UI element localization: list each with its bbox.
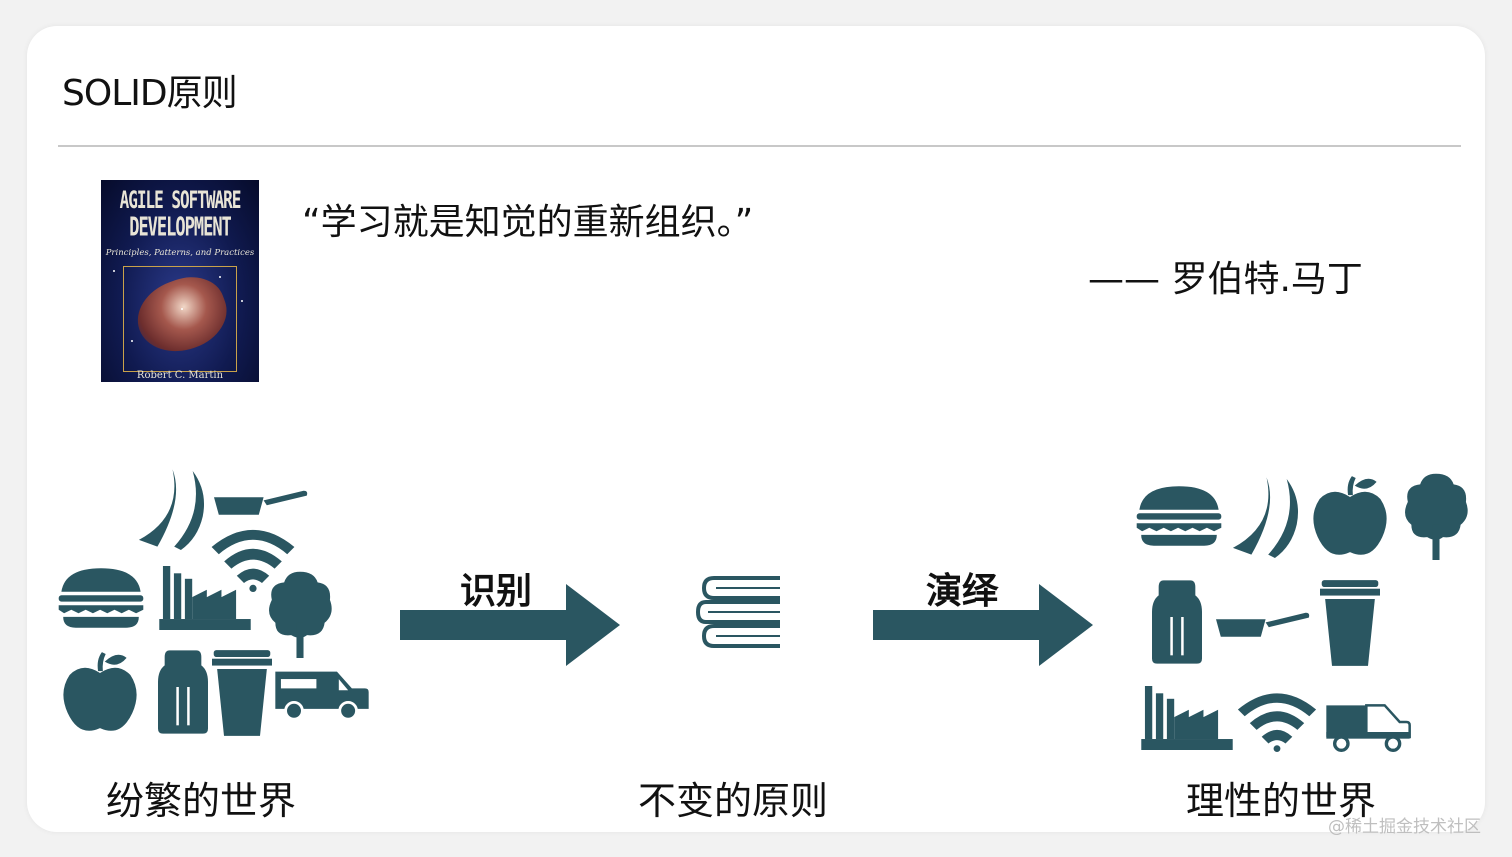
factory-icon (1140, 686, 1234, 750)
star (241, 300, 243, 302)
food-truck-icon (1320, 702, 1416, 752)
banana-icon (132, 466, 208, 550)
star (219, 276, 221, 278)
slide-title: SOLID原则 (62, 73, 238, 114)
books-icon (696, 576, 780, 648)
caption-right: 理性的世界 (1186, 779, 1377, 823)
coffee-cup-icon (1320, 576, 1380, 670)
banana-icon (1226, 474, 1302, 558)
tree-icon (1400, 472, 1472, 560)
factory-icon (158, 566, 252, 630)
star (131, 340, 133, 342)
salt-shaker-icon (158, 644, 208, 740)
apple-icon (62, 650, 138, 736)
tree-icon (264, 570, 336, 658)
wifi-icon (1230, 684, 1324, 752)
star (181, 308, 183, 310)
coffee-cup-icon (212, 646, 272, 740)
book-cover-image: AGILE SOFTWARE DEVELOPMENT Principles, P… (101, 180, 259, 382)
quote-text: “学习就是知觉的重新组织。” (302, 202, 754, 243)
star (113, 270, 115, 272)
book-title-line1: AGILE SOFTWARE (119, 185, 242, 214)
deduce-arrow-icon (873, 584, 1093, 666)
book-subtitle: Principles, Patterns, and Practices (105, 248, 255, 258)
burger-icon (56, 566, 146, 630)
identify-label: 识别 (460, 571, 533, 612)
deduce-label: 演绎 (926, 571, 999, 612)
food-truck-icon (274, 666, 370, 722)
frying-pan-icon (214, 486, 310, 518)
book-title-line2: DEVELOPMENT (129, 213, 232, 243)
book-author: Robert C. Martin (136, 370, 224, 381)
caption-middle: 不变的原则 (638, 779, 829, 823)
apple-icon (1312, 474, 1388, 560)
slide-card (27, 26, 1485, 832)
quote-attribution: —— 罗伯特.马丁 (1088, 259, 1363, 300)
watermark: @稀土掘金技术社区 (1328, 817, 1481, 837)
burger-icon (1134, 484, 1224, 548)
title-divider (58, 145, 1461, 147)
salt-shaker-icon (1152, 574, 1202, 670)
frying-pan-icon (1216, 608, 1312, 640)
caption-left: 纷繁的世界 (106, 779, 297, 823)
book-frame (123, 266, 237, 372)
identify-arrow-icon (400, 584, 620, 666)
